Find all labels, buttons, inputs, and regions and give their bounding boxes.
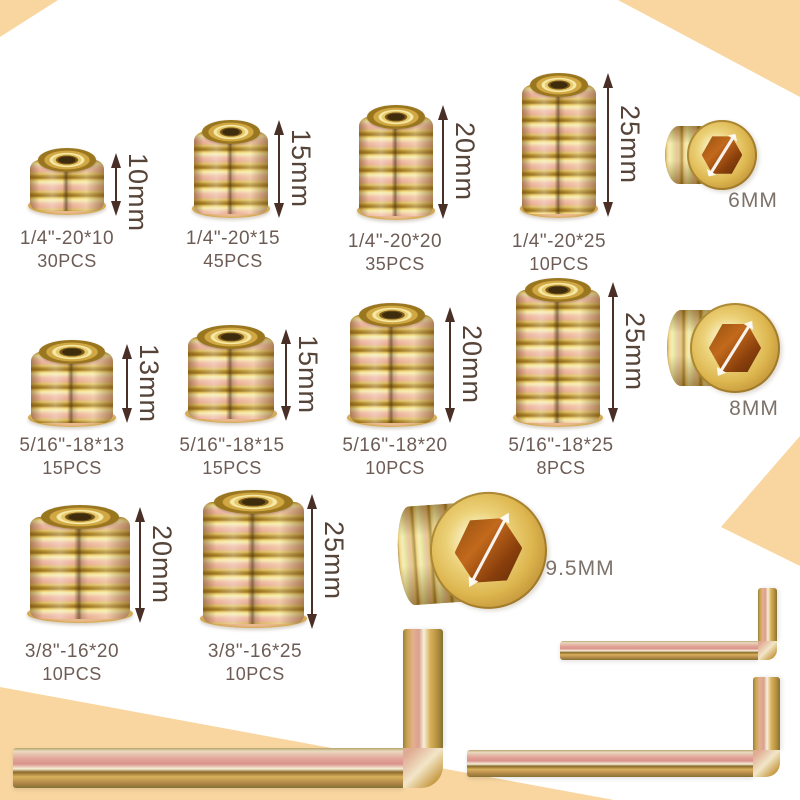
dimension-label: 20mm (457, 325, 487, 405)
insert-top-rim (530, 73, 588, 97)
insert-top-rim (38, 148, 96, 172)
insert-photo-side-6mm (665, 120, 757, 190)
height-arrow-icon (121, 344, 133, 423)
height-arrow-icon (444, 307, 456, 423)
insert-photo-3-8-25 (200, 490, 307, 628)
insert-photo-5-16-25 (513, 278, 603, 427)
insert-top-rim (202, 120, 260, 144)
insert-top-rim (196, 325, 266, 349)
dimension-label: 20mm (450, 122, 480, 202)
insert-photo-quarter-15 (192, 120, 270, 218)
insert-threads (194, 132, 268, 214)
qty-label: 10PCS (42, 664, 102, 684)
insert-threads (30, 517, 130, 619)
spec-label: 1/4"-20*10 (19, 228, 115, 249)
spec-label: 1/4"-20*20 (347, 231, 443, 252)
spec-label: 1/4"-20*15 (185, 228, 281, 249)
insert-top-rim (213, 490, 294, 514)
height-arrow-icon (110, 153, 122, 216)
drive-size-label: 9.5MM (545, 557, 615, 580)
insert-top-rim (39, 340, 105, 364)
drive-size-label: 8MM (729, 397, 779, 420)
corner-shape-top-right (618, 0, 800, 97)
dimension-label: 13mm (134, 344, 164, 424)
insert-threads (522, 85, 596, 214)
height-arrow-icon (306, 494, 318, 629)
insert-photo-side-9-5mm (394, 487, 551, 615)
insert-photo-5-16-13 (28, 340, 116, 427)
height-arrow-icon (273, 120, 285, 218)
spec-label: 5/16"-18*15 (179, 435, 285, 456)
height-arrow-icon (602, 73, 614, 217)
insert-photo-3-8-20 (27, 505, 133, 623)
insert-threads (187, 337, 275, 419)
dimension-label: 25mm (319, 521, 349, 601)
insert-hex-face (690, 303, 780, 393)
dimension-label: 20mm (147, 525, 177, 605)
insert-top-rim (40, 505, 120, 529)
qty-label: 10PCS (365, 458, 425, 478)
qty-label: 8PCS (536, 458, 586, 478)
insert-photo-quarter-10 (28, 148, 106, 215)
insert-photo-quarter-20 (357, 105, 435, 220)
dimension-label: 10mm (123, 153, 153, 233)
corner-shape-top-left (0, 0, 58, 37)
qty-label: 35PCS (365, 254, 425, 274)
spec-label: 1/4"-20*25 (511, 231, 607, 252)
qty-label: 10PCS (225, 664, 285, 684)
qty-label: 45PCS (203, 251, 263, 271)
insert-photo-5-16-20 (347, 303, 437, 427)
dimension-label: 15mm (286, 129, 316, 209)
dimension-label: 25mm (615, 105, 645, 185)
spec-label: 5/16"-18*13 (19, 435, 125, 456)
insert-photo-angled-8mm (667, 303, 780, 393)
qty-label: 10PCS (529, 254, 589, 274)
insert-top-rim (367, 105, 425, 129)
insert-photo-5-16-15 (185, 325, 277, 423)
height-arrow-icon (134, 507, 146, 623)
dimension-label: 25mm (620, 312, 650, 392)
insert-threads (349, 315, 435, 423)
height-arrow-icon (607, 282, 619, 423)
spec-label: 5/16"-18*25 (508, 435, 614, 456)
corner-shape-right-middle (721, 436, 800, 566)
insert-threads (359, 117, 433, 216)
spec-label: 3/8"-16*20 (24, 641, 120, 662)
drive-size-label: 6MM (728, 189, 778, 212)
insert-hex-face (687, 120, 757, 190)
qty-label: 30PCS (37, 251, 97, 271)
insert-threads (515, 290, 601, 423)
height-arrow-icon (437, 105, 449, 219)
spec-label: 5/16"-18*20 (342, 435, 448, 456)
qty-label: 15PCS (202, 458, 262, 478)
dimension-label: 15mm (293, 335, 323, 415)
spec-label: 3/8"-16*25 (207, 641, 303, 662)
insert-top-rim (358, 303, 426, 327)
insert-threads (203, 502, 304, 624)
qty-label: 15PCS (42, 458, 102, 478)
insert-photo-quarter-25 (520, 73, 598, 218)
height-arrow-icon (280, 329, 292, 421)
insert-top-rim (524, 278, 592, 302)
